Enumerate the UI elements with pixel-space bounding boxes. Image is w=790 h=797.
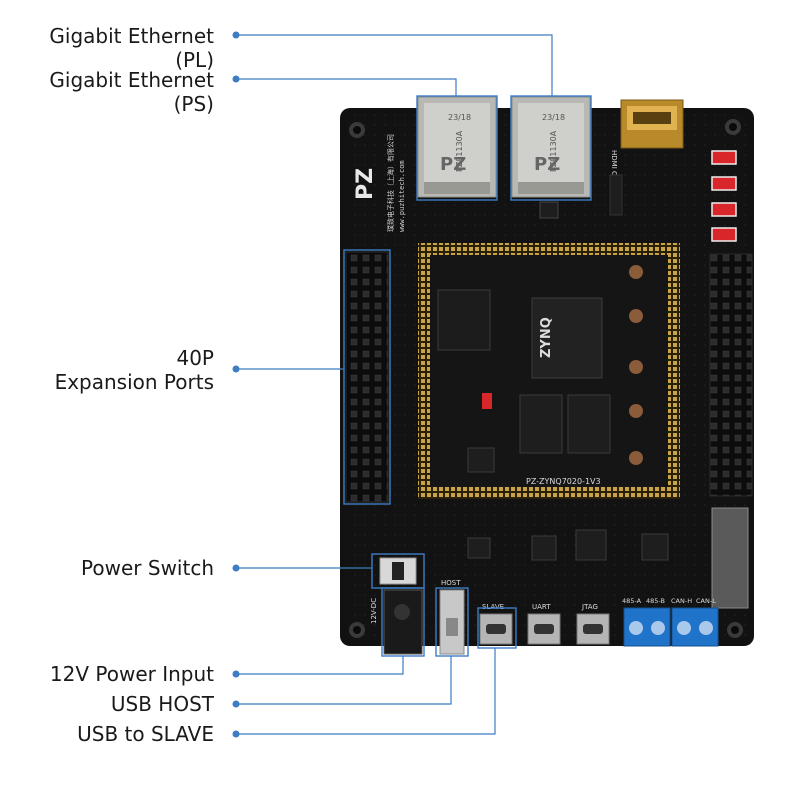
rj45-code-text: PZ91130A [455, 130, 464, 172]
capacitor [629, 404, 643, 418]
can-l-label: CAN-L [696, 597, 716, 605]
dc-in-label: 12V-DC [370, 598, 378, 624]
key-icon [711, 227, 737, 242]
jtag-port-label: JTAG [581, 603, 598, 611]
ddr-chip [437, 289, 491, 351]
rj45-connector-ps: 23/18 PZ91130A PZ [417, 96, 497, 198]
status-led [482, 393, 492, 409]
key-icon [711, 176, 737, 191]
capacitor [629, 265, 643, 279]
capacitor [629, 309, 643, 323]
key-icon [711, 150, 737, 165]
expansion-header-left [345, 251, 389, 503]
callout-dot-icon [232, 730, 240, 738]
highlight-usb-host [435, 587, 469, 657]
chip [467, 537, 491, 559]
callout-dot-icon [232, 31, 240, 39]
usb-slave-connector [479, 613, 513, 645]
board-website: www.puzhitech.com [398, 160, 406, 232]
jtag-connector [576, 613, 610, 645]
key-icon [711, 202, 737, 217]
leader-gbe-ps [236, 78, 457, 96]
leader-usb-slave [236, 648, 496, 735]
expansion-header-right [709, 253, 753, 497]
mounting-holes [349, 119, 743, 638]
callout-dot-icon [232, 365, 240, 373]
label-gigabit-ethernet-ps: Gigabit Ethernet (PS) [49, 68, 214, 116]
pz-logo-icon: PZ [440, 154, 466, 175]
label-line: (PS) [173, 92, 214, 116]
power-switch-knob [392, 562, 404, 580]
capacitor [629, 451, 643, 465]
uart-connector [527, 613, 561, 645]
highlight-usb-slave [477, 607, 517, 649]
pz-logo-icon: PZ [353, 168, 378, 200]
board-company: 璞致电子科技（上海）有限公司 [386, 134, 395, 232]
label-12v-power-input: 12V Power Input [49, 662, 214, 686]
usb-slave-port-label: SLAVE [482, 603, 504, 611]
label-usb-slave: USB to SLAVE [77, 722, 214, 746]
uart-port-label: UART [532, 603, 551, 611]
callout-dot-icon [232, 75, 240, 83]
dc-jack-hole-icon [394, 604, 410, 620]
leader-power-input [236, 656, 404, 675]
flash-chip [467, 447, 495, 473]
label-line: Gigabit Ethernet [49, 68, 214, 92]
chip [641, 533, 669, 561]
ddr-chip [519, 394, 563, 454]
rj45-code-text: PZ91130A [549, 130, 558, 172]
leader-gbe-pl [236, 34, 553, 96]
zynq-chip [531, 297, 603, 379]
dc-power-jack [383, 589, 423, 655]
chip [575, 529, 607, 561]
label-line: 40P [176, 346, 214, 370]
chip [531, 535, 557, 561]
rs485-terminal [623, 607, 671, 647]
tact-keys [711, 150, 737, 242]
highlight-expansion-header [343, 249, 391, 505]
highlight-rj45-pl [510, 95, 592, 201]
zynq-chip-label: ZYNQ [539, 317, 554, 358]
label-line: Expansion Ports [54, 370, 214, 394]
callout-dot-icon [232, 670, 240, 678]
label-line: Gigabit Ethernet [49, 24, 214, 48]
can-terminal [671, 607, 719, 647]
callout-dot-icon [232, 564, 240, 572]
rs485-a-label: 485-A [622, 597, 642, 605]
chip [609, 174, 623, 216]
capacitor [629, 360, 643, 374]
can-h-label: CAN-H [671, 597, 692, 605]
highlight-rj45-ps [416, 95, 498, 201]
usb-host-port-label: HOST [441, 579, 461, 587]
label-expansion-ports: 40P Expansion Ports [55, 346, 214, 394]
callout-dot-icon [232, 700, 240, 708]
core-module-model: PZ-ZYNQ7020-1V3 [526, 477, 601, 486]
rj45-connector-pl: 23/18 PZ91130A PZ [511, 96, 591, 198]
rj45-rev-text: 23/18 [448, 113, 471, 122]
chip [539, 201, 559, 219]
lcd-connector [711, 507, 749, 609]
usb-host-slot [446, 618, 458, 636]
rs485-b-label: 485-B [646, 597, 665, 605]
pz-logo-icon: PZ [534, 154, 560, 175]
label-usb-host: USB HOST [110, 692, 214, 716]
hdmi-label: HDMI OUT [610, 150, 618, 187]
label-line: (PL) [175, 48, 214, 72]
label-power-switch: Power Switch [81, 556, 214, 580]
rj45-rev-text: 23/18 [542, 113, 565, 122]
ddr-chip [567, 394, 611, 454]
label-gigabit-ethernet-pl: Gigabit Ethernet (PL) [49, 24, 214, 72]
hdmi-connector: HDMI OUT [610, 99, 684, 187]
leader-usb-host [236, 656, 452, 705]
